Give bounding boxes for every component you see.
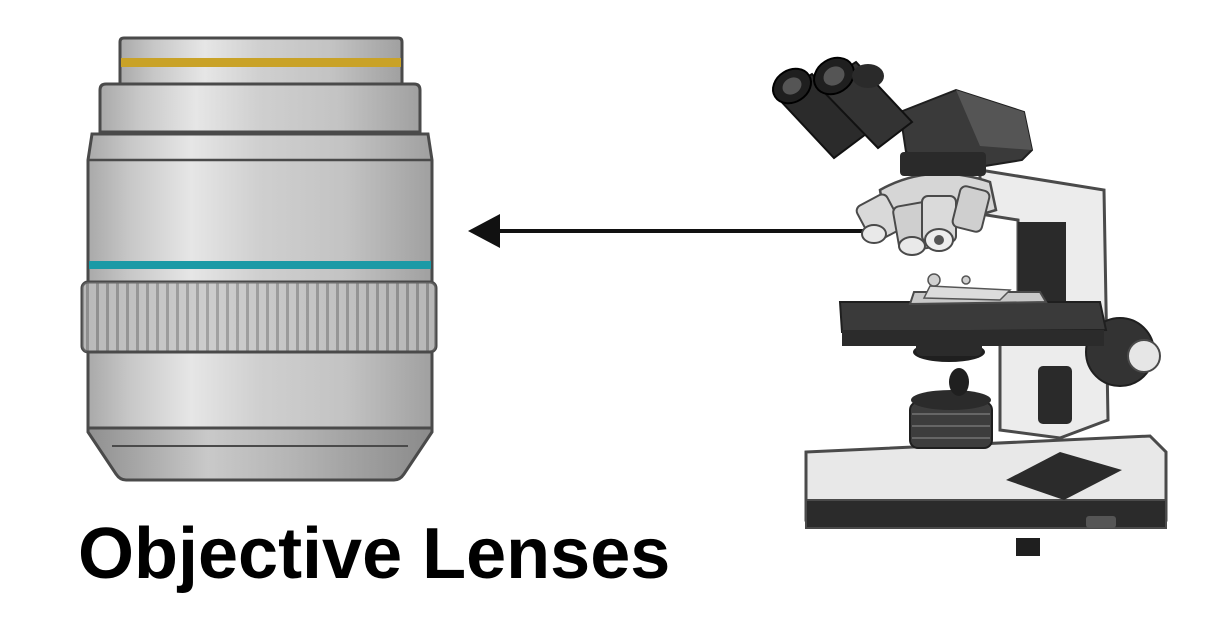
compound-microscope-illustration-icon	[772, 56, 1168, 556]
left-arrow-icon	[468, 214, 866, 248]
objective-lens-illustration-icon	[80, 36, 438, 482]
diagram-caption: Objective Lenses	[78, 514, 671, 594]
